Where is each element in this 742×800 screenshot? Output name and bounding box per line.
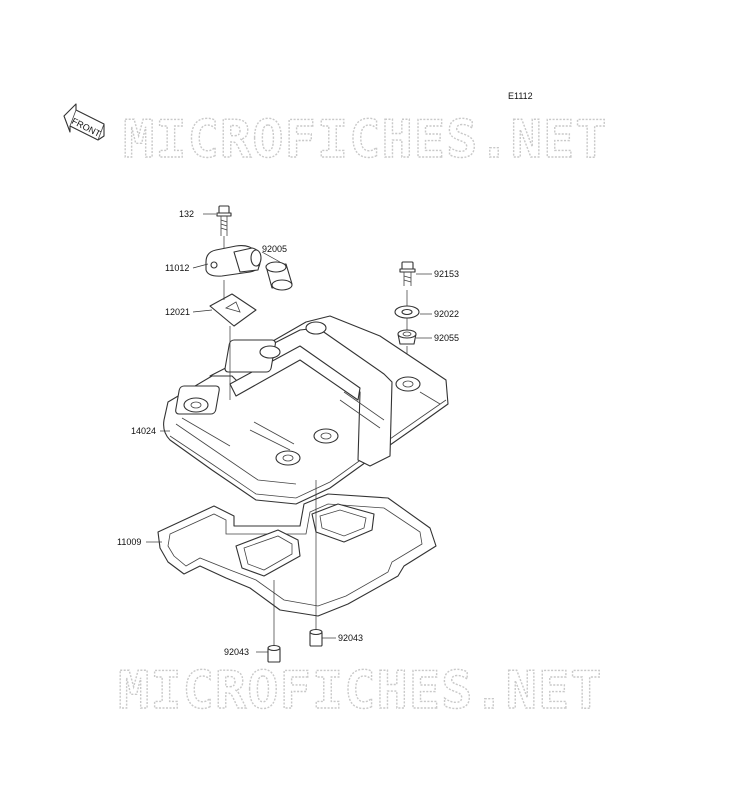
- washer-92022: [394, 305, 420, 319]
- callout-12021[interactable]: 12021: [165, 307, 190, 317]
- dowel-pin-92043-b: [309, 628, 323, 647]
- callout-92043-left[interactable]: 92043: [224, 647, 249, 657]
- breather-cover-11012: [205, 245, 262, 277]
- callout-132[interactable]: 132: [179, 209, 194, 219]
- callout-92043-right[interactable]: 92043: [338, 633, 363, 643]
- dowel-pin-92043-a: [267, 644, 281, 663]
- watermark-bottom: MICROFICHES.NET: [118, 661, 603, 721]
- callout-92153[interactable]: 92153: [434, 269, 459, 279]
- hose-92005: [265, 261, 293, 291]
- gasket-12021: [209, 293, 257, 327]
- head-cover-gasket-11009: [157, 493, 437, 617]
- callout-92005[interactable]: 92005: [262, 244, 287, 254]
- front-arrow-icon: FRONT: [63, 103, 105, 141]
- callout-14024[interactable]: 14024: [131, 426, 156, 436]
- callout-92022[interactable]: 92022: [434, 309, 459, 319]
- cylinder-head-cover-14024: [163, 315, 449, 505]
- callout-11009[interactable]: 11009: [117, 537, 141, 547]
- callout-11012[interactable]: 11012: [165, 263, 189, 273]
- diagram-code: E1112: [508, 91, 533, 101]
- watermark-top: MICROFICHES.NET: [123, 110, 608, 170]
- bolt-132: [216, 205, 232, 258]
- callout-92055[interactable]: 92055: [434, 333, 459, 343]
- grommet-92055: [397, 329, 417, 345]
- bolt-92153: [399, 261, 416, 286]
